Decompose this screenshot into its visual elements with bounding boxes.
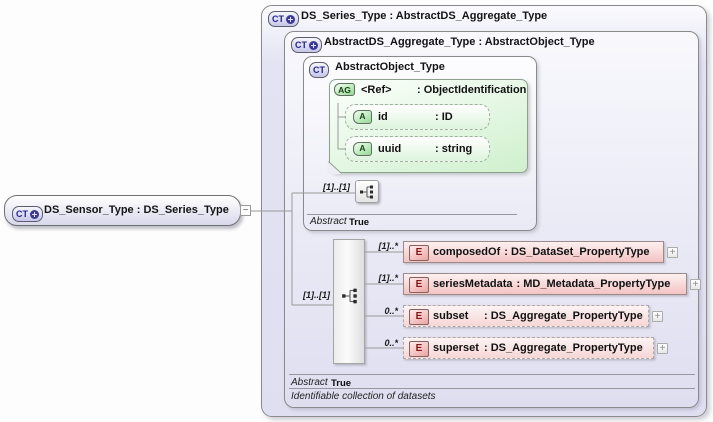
complextype-badge: CT [268, 9, 299, 27]
documentation-text: Identifiable collection of datasets [291, 391, 436, 402]
attribute-box-id[interactable]: A id : ID [345, 104, 490, 130]
element-icon: E [409, 245, 429, 261]
expand-seriesmetadata-button[interactable]: + [690, 279, 701, 290]
plus-icon [309, 40, 318, 50]
attribute-group-icon: AG [334, 83, 355, 96]
expand-superset-button[interactable]: + [657, 343, 668, 354]
plus-icon [286, 14, 295, 24]
element-type: : DS_Aggregate_PropertyType [484, 342, 643, 354]
complextype-badge: CT [309, 60, 329, 78]
cardinality-label: 0..* [384, 338, 398, 348]
element-type: : MD_Metadata_PropertyType [516, 278, 671, 290]
cardinality-label: [1]..* [378, 273, 398, 283]
series-box-title: DS_Series_Type : AbstractDS_Aggregate_Ty… [301, 10, 548, 22]
divider [307, 214, 517, 215]
element-icon: E [409, 309, 429, 325]
attribute-name: uuid [378, 143, 402, 155]
element-type: : DS_Aggregate_PropertyType [484, 310, 643, 322]
sequence-icon [360, 185, 373, 198]
attribute-group-name: <Ref> [361, 84, 392, 96]
cardinality-label: [1]..* [378, 241, 398, 251]
element-box-superset[interactable]: E superset : DS_Aggregate_PropertyType [403, 337, 654, 359]
divider [289, 374, 695, 375]
attribute-icon: A [353, 142, 372, 156]
element-name: seriesMetadata [433, 278, 513, 290]
abstract-label: Abstract [310, 216, 347, 227]
attribute-icon: A [353, 110, 372, 124]
abstract-label: Abstract [291, 377, 328, 388]
element-icon: E [409, 341, 429, 357]
element-name: subset [433, 310, 469, 322]
complextype-badge: CT [12, 204, 43, 222]
sequence-group-box[interactable] [333, 239, 365, 364]
plus-icon [30, 209, 39, 219]
element-type: : DS_DataSet_PropertyType [504, 246, 650, 258]
aggregate-box-title: AbstractDS_Aggregate_Type : AbstractObje… [324, 36, 595, 48]
attribute-name: id [378, 111, 388, 123]
element-icon: E [409, 277, 429, 293]
element-name: composedOf [433, 246, 501, 258]
cardinality-label: [1]..[1] [323, 182, 350, 192]
abstract-value: True [349, 217, 370, 228]
sensor-box-title: DS_Sensor_Type : DS_Series_Type [44, 204, 229, 216]
abstract-value: True [331, 378, 352, 389]
cardinality-label: [1]..[1] [303, 290, 330, 300]
attribute-box-uuid[interactable]: A uuid : string [345, 136, 490, 162]
element-box-subset[interactable]: E subset : DS_Aggregate_PropertyType [403, 305, 649, 327]
complextype-box-ds-sensor-type[interactable] [4, 195, 241, 226]
attribute-type: : ID [435, 111, 453, 123]
collapse-toggle-button[interactable]: − [240, 205, 251, 216]
attribute-group-type: : ObjectIdentification [417, 84, 527, 96]
element-box-seriesmetadata[interactable]: E seriesMetadata : MD_Metadata_PropertyT… [403, 273, 687, 295]
sequence-icon [342, 288, 357, 304]
complextype-badge: CT [291, 35, 322, 53]
attribute-type: : string [435, 143, 473, 155]
object-box-title: AbstractObject_Type [335, 61, 445, 73]
attribute-group-header: <Ref> : ObjectIdentification [361, 84, 526, 96]
sequence-indicator-box[interactable] [355, 180, 379, 203]
cardinality-label: 0..* [384, 306, 398, 316]
divider [289, 388, 695, 389]
element-name: superset [433, 342, 479, 354]
expand-subset-button[interactable]: + [652, 311, 663, 322]
expand-composedof-button[interactable]: + [667, 247, 678, 258]
element-box-composedof[interactable]: E composedOf : DS_DataSet_PropertyType [403, 241, 664, 263]
